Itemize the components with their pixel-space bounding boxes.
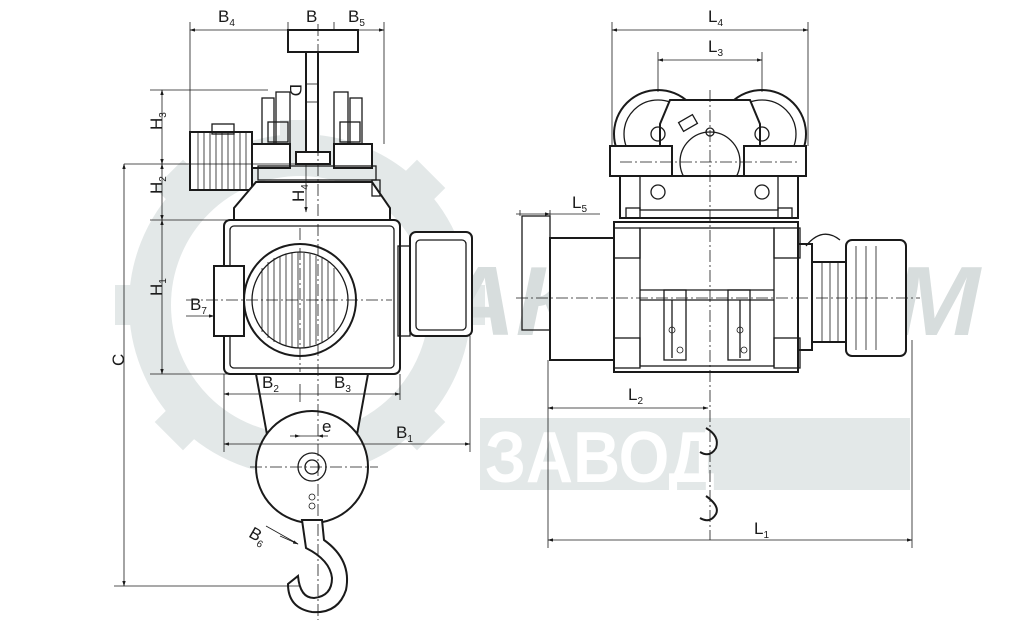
hook-upper [699, 427, 718, 456]
dim-label-h3: H3 [147, 112, 169, 130]
dim-label-h4: H4 [289, 184, 311, 202]
trolley-motor [189, 123, 253, 191]
dim-label-l5: L5 [572, 193, 587, 215]
dim-label-b5: B5 [348, 7, 365, 29]
dim-label-b3: B3 [334, 373, 351, 395]
rope-guides [663, 289, 751, 361]
side-dimension-lines [516, 22, 913, 548]
hoist-motor [805, 233, 907, 357]
side-centerlines [516, 90, 920, 540]
dim-label-h2: H2 [147, 176, 169, 194]
front-dimension-lines [114, 22, 471, 587]
dim-label-b4: B4 [218, 7, 235, 29]
dim-label-l3: L3 [708, 37, 723, 59]
crane-hook [286, 519, 348, 614]
dim-label-l1: L1 [754, 519, 769, 541]
hook-lower [699, 495, 718, 522]
i-beam [287, 29, 359, 165]
front-view: B4 B B5 D H3 H2 H4 H1 B7 C B2 B3 e B1 B6 [109, 7, 473, 620]
trolley-frame-side [619, 175, 799, 219]
dim-label-b7: B7 [190, 295, 207, 317]
hoist-body-side [521, 215, 813, 373]
side-view: L4 L3 L5 L2 L1 [516, 7, 920, 548]
dim-label-e: e [322, 417, 331, 436]
dim-label-c: C [109, 354, 128, 366]
dim-label-l4: L4 [708, 7, 723, 29]
trolley-bumper-left [609, 145, 673, 177]
trolley-adapter [233, 181, 391, 223]
dim-label-l2: L2 [628, 385, 643, 407]
dim-label-h1: H1 [147, 278, 169, 296]
dim-label-b6: B6 [244, 523, 270, 551]
dim-label-d: D [286, 84, 305, 96]
dim-label-b2: B2 [262, 373, 279, 395]
dim-label-b1: B1 [396, 423, 413, 445]
watermark-line2: ЗАВОД [485, 418, 715, 498]
front-centerlines [186, 24, 392, 620]
dim-label-b: B [306, 7, 317, 26]
trolley-bumper-right [743, 145, 807, 177]
